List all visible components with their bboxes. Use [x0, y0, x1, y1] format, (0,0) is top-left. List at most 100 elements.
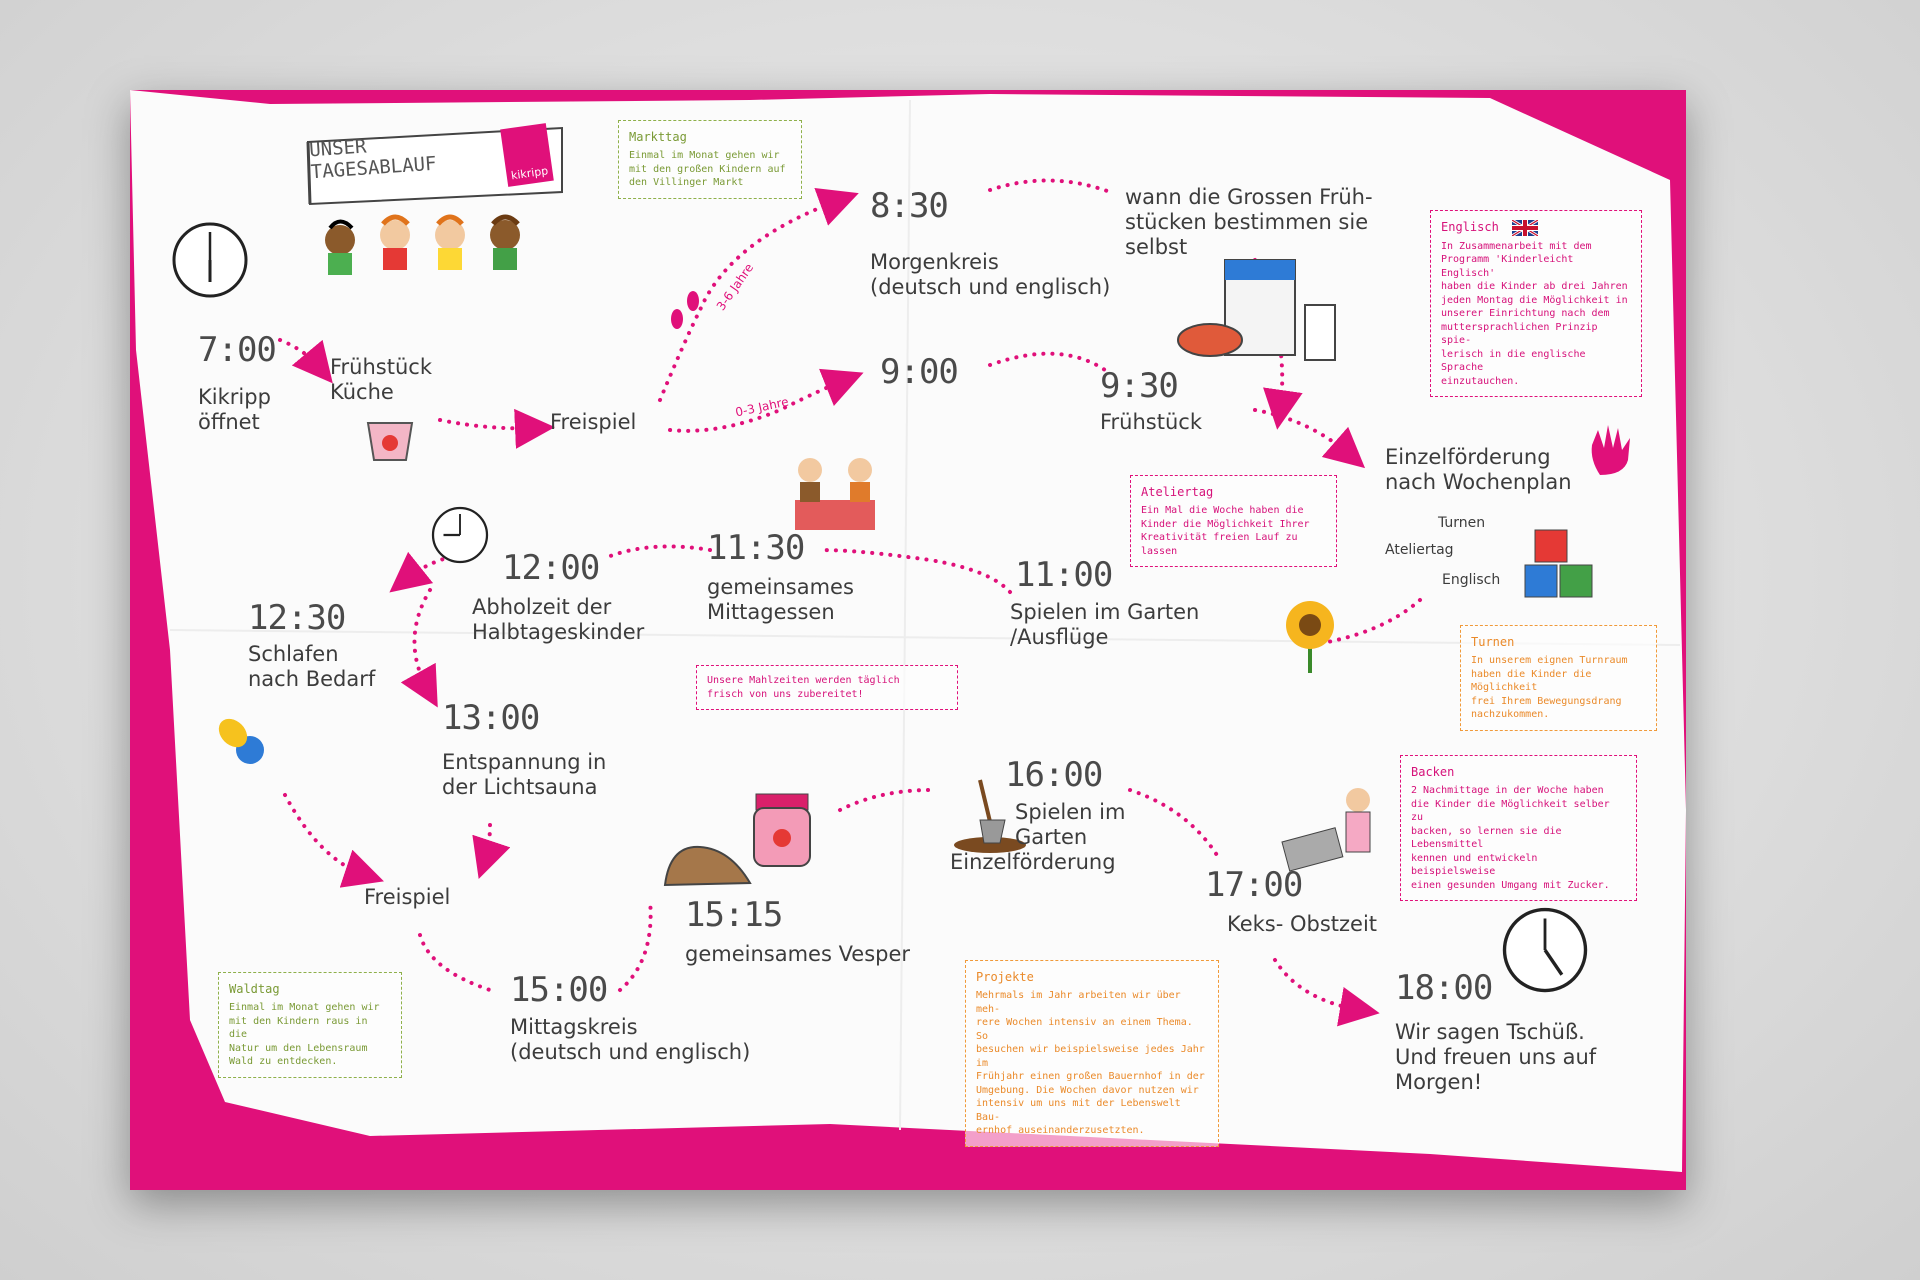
note-title: Projekte [976, 970, 1034, 984]
label-line: Spielen im Garten [1010, 600, 1200, 624]
label-line: Garten [1015, 824, 1088, 849]
time-0830-label: Morgenkreis (deutsch und englisch) [870, 250, 1110, 300]
logo-text: kikripp [510, 164, 549, 183]
time-1600: 16:00 [1005, 755, 1103, 795]
label-line: Schlafen [248, 642, 339, 666]
note-title: Ateliertag [1141, 485, 1214, 499]
label-line: Entspannung in [442, 750, 607, 774]
note-body: 2 Nachmittage in der Woche haben die Kin… [1411, 785, 1610, 891]
label-line: Einzelförderung [1385, 445, 1551, 469]
time-1700-label: Keks- Obstzeit [1227, 912, 1378, 936]
time-1800-label: Wir sagen Tschüß. Und freuen uns auf Mor… [1395, 1020, 1596, 1094]
breakfast-icon [1177, 259, 1336, 361]
label-line: Einzelförderung [950, 849, 1116, 874]
time-1200-label: Abholzeit der Halbtageskinder [472, 595, 644, 645]
clock-icon [431, 506, 489, 564]
time-1600-label: Spielen im Garten Einzelförderung [950, 800, 1125, 874]
note-body: Ein Mal die Woche haben die Kinder die M… [1141, 505, 1310, 557]
freispiel-label: Freispiel [550, 410, 637, 434]
time-1500: 15:00 [510, 970, 608, 1010]
note-title: Turnen [1471, 635, 1515, 649]
label-line: (deutsch und englisch) [870, 274, 1111, 299]
note-turnen: Turnen In unserem eignen Turnraum haben … [1460, 625, 1657, 731]
note-title: Backen [1411, 765, 1455, 779]
label-line: öffnet [198, 409, 260, 434]
label-line: stücken bestimmen sie [1125, 209, 1369, 234]
time-1515: 15:15 [685, 895, 783, 935]
note-title: Waldtag [229, 982, 280, 996]
time-0700: 7:00 [198, 330, 277, 370]
label-line: (deutsch und englisch) [510, 1039, 751, 1064]
einzel-ateliertag: Ateliertag [1385, 542, 1454, 558]
label-line: /Ausflüge [1010, 624, 1109, 649]
label-line: Und freuen uns auf [1395, 1044, 1597, 1069]
poster: UNSER TAGESABLAUF kikripp 3-6 Jahre 0-3 … [130, 90, 1686, 1190]
time-1700: 17:00 [1205, 865, 1303, 905]
einzel-englisch: Englisch [1442, 572, 1501, 588]
label-line: Mittagessen [707, 599, 835, 624]
footprints-icon [671, 291, 699, 329]
label-line: nach Bedarf [248, 666, 376, 691]
time-1515-label: gemeinsames Vesper [685, 942, 911, 966]
grossen-fruehstueck-label: wann die Grossen Früh- stücken bestimmen… [1125, 185, 1373, 259]
clock-icon [1502, 907, 1588, 993]
time-1200: 12:00 [502, 548, 600, 588]
time-1300-label: Entspannung in der Lichtsauna [442, 750, 606, 800]
label-line: Abholzeit der [472, 595, 612, 619]
children-banner-icon [306, 126, 563, 275]
fruehstueck-kueche-label: Frühstück Küche [330, 355, 432, 405]
pacifier-icon [218, 718, 264, 764]
label-line: nach Wochenplan [1385, 469, 1572, 494]
label-line: Kikripp [198, 385, 271, 409]
yogurt-icon [366, 422, 414, 461]
note-englisch: Englisch In Zusammenarbeit mit dem Progr… [1430, 210, 1642, 397]
einzelfoerderung-label: Einzelförderung nach Wochenplan [1385, 445, 1572, 495]
label-line: gemeinsames [707, 575, 854, 599]
hand-icon [1591, 425, 1630, 475]
note-body: Einmal im Monat gehen wir mit den Kinder… [229, 1002, 380, 1068]
note-markttag: Markttag Einmal im Monat gehen wir mit d… [618, 120, 802, 199]
note-waldtag: Waldtag Einmal im Monat gehen wir mit de… [218, 972, 402, 1078]
jam-jar-icon [753, 793, 811, 867]
uk-flag-icon [1511, 218, 1539, 237]
label-line: der Lichtsauna [442, 774, 598, 799]
time-0900: 9:00 [880, 352, 959, 392]
note-body: Einmal im Monat gehen wir mit den großen… [629, 150, 786, 189]
note-title-text: Englisch [1441, 220, 1499, 234]
note-projekte: Projekte Mehrmals im Jahr arbeiten wir ü… [965, 960, 1219, 1147]
label-line: Mittagskreis [510, 1015, 638, 1039]
time-1800: 18:00 [1395, 968, 1493, 1008]
time-0930: 9:30 [1100, 366, 1179, 406]
banner-title: UNSER TAGESABLAUF [309, 132, 438, 184]
time-0930-label: Frühstück [1100, 410, 1202, 434]
note-body: Mehrmals im Jahr arbeiten wir über meh- … [976, 990, 1205, 1137]
label-line: Morgen! [1395, 1069, 1483, 1094]
blocks-icon [1524, 529, 1593, 598]
time-1130-label: gemeinsames Mittagessen [707, 575, 854, 625]
note-backen: Backen 2 Nachmittage in der Woche haben … [1400, 755, 1637, 902]
time-1500-label: Mittagskreis (deutsch und englisch) [510, 1015, 750, 1065]
note-mahlzeiten: Unsere Mahlzeiten werden täglich frisch … [696, 665, 958, 710]
time-1230-label: Schlafen nach Bedarf [248, 642, 375, 692]
time-1100: 11:00 [1015, 555, 1113, 595]
einzel-turnen: Turnen [1438, 515, 1486, 531]
time-1100-label: Spielen im Garten /Ausflüge [1010, 600, 1199, 650]
note-body: In Zusammenarbeit mit dem Programm 'Kind… [1441, 240, 1628, 387]
kikripp-logo: kikripp [500, 123, 554, 187]
time-0700-label: Kikripp öffnet [198, 385, 271, 435]
time-0830: 8:30 [870, 186, 949, 226]
label-line: Küche [330, 379, 394, 404]
baking-tray-icon [1281, 788, 1371, 872]
time-1300: 13:00 [442, 698, 540, 738]
paper-sheet [130, 90, 1686, 1172]
family-table-icon [795, 458, 875, 530]
note-body: In unserem eignen Turnraum haben die Kin… [1471, 655, 1628, 721]
label-line: Morgenkreis [870, 250, 999, 274]
label-line: Wir sagen Tschüß. [1395, 1020, 1585, 1044]
label-line: Halbtageskinder [472, 619, 645, 644]
freispiel-label: Freispiel [364, 885, 451, 909]
sunflower-icon [1286, 601, 1334, 673]
label-line: selbst [1125, 234, 1188, 259]
note-ateliertag: Ateliertag Ein Mal die Woche haben die K… [1130, 475, 1337, 568]
dotted-path-arrows [278, 178, 1422, 1027]
